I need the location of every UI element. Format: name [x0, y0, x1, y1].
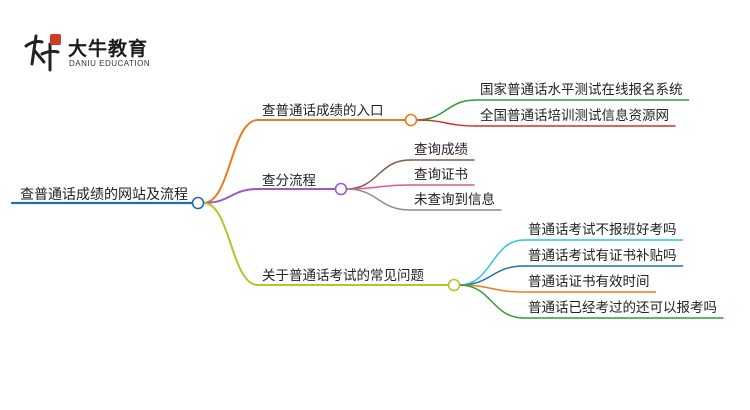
leaf-connector-2-3: [345, 188, 411, 211]
branch-connector-1: [202, 119, 259, 204]
branch-node-3[interactable]: [447, 278, 461, 292]
leaf-label-2-1: 查询成绩: [414, 142, 468, 158]
leaf-connector-1-2: [415, 119, 477, 127]
root-topic-label: 查普通话成绩的网站及流程: [20, 187, 188, 203]
brand-name: 大牛教育: [68, 38, 149, 60]
leaf-label-3-1: 普通话考试不报班好考吗: [528, 222, 677, 238]
leaf-label-2-2: 查询证书: [414, 167, 468, 183]
branch-label-3: 关于普通话考试的常见问题: [262, 268, 424, 284]
leaf-connector-3-1: [458, 239, 525, 286]
leaf-label-3-4: 普通话已经考过的还可以报考吗: [528, 300, 717, 316]
branch-label-1: 查普通话成绩的入口: [262, 103, 384, 119]
leaf-connector-1-1: [415, 99, 477, 121]
brand-logo-icon: [24, 34, 61, 72]
branch-connector-2: [202, 188, 259, 204]
leaf-label-2-3: 未查询到信息: [414, 192, 495, 208]
brand-logo: 大牛教育 DANIU EDUCATION: [20, 30, 180, 74]
brand-name-en: DANIU EDUCATION: [69, 59, 151, 68]
leaf-label-3-3: 普通话证书有效时间: [528, 274, 650, 290]
branch-connector-3: [202, 202, 259, 286]
leaf-connector-2-2: [345, 184, 411, 190]
leaf-label-3-2: 普通话考试有证书补贴吗: [528, 248, 677, 264]
leaf-label-1-1: 国家普通话水平测试在线报名系统: [480, 82, 683, 98]
leaf-connector-3-4: [458, 284, 525, 319]
branch-node-1[interactable]: [404, 113, 418, 127]
branch-label-2: 查分流程: [262, 173, 316, 189]
root-node[interactable]: [191, 196, 205, 210]
branch-node-2[interactable]: [334, 182, 348, 196]
leaf-connector-3-2: [458, 265, 525, 286]
leaf-label-1-2: 全国普通话培训测试信息资源网: [480, 108, 669, 124]
